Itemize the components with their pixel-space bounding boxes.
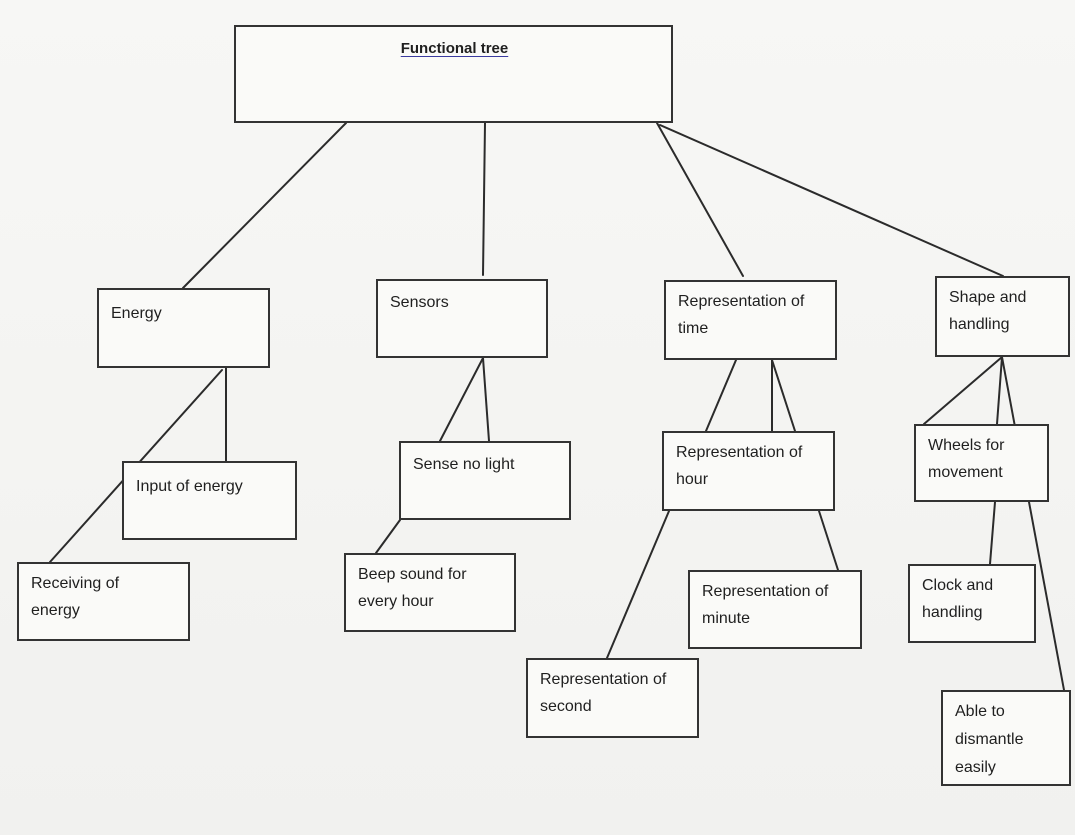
edge-root-sensors <box>482 122 486 276</box>
node-representation-of-time-label: Representation of time <box>678 293 805 337</box>
node-representation-of-hour: Representation of hour <box>662 431 835 511</box>
node-representation-of-second: Representation of second <box>526 658 699 738</box>
node-representation-of-minute-label: Representation of minute <box>702 583 829 627</box>
node-wheels-for-movement-label: Wheels for movement <box>928 437 1005 481</box>
edge-time-hour-c <box>771 359 796 432</box>
edge-hour-second <box>606 510 670 659</box>
node-sensors: Sensors <box>376 279 548 358</box>
edge-hour-minute <box>818 510 839 571</box>
node-shape-and-handling: Shape and handling <box>935 276 1070 357</box>
edge-root-representation-of-time <box>656 122 744 277</box>
node-input-of-energy-label: Input of energy <box>136 478 243 495</box>
node-wheels-for-movement: Wheels for movement <box>914 424 1049 502</box>
node-representation-of-minute: Representation of minute <box>688 570 862 649</box>
node-receiving-of-energy: Receiving of energy <box>17 562 190 641</box>
node-clock-and-handling: Clock and handling <box>908 564 1036 643</box>
node-sense-no-light: Sense no light <box>399 441 571 520</box>
node-input-of-energy: Input of energy <box>122 461 297 540</box>
edge-sensors-sense-no-light-b <box>482 357 490 442</box>
edge-root-shape-and-handling <box>659 124 1004 277</box>
node-clock-and-handling-label: Clock and handling <box>922 577 994 621</box>
root-label: Functional tree <box>400 40 509 57</box>
node-representation-of-second-label: Representation of second <box>540 671 667 715</box>
node-receiving-of-energy-label: Receiving of energy <box>31 575 120 619</box>
node-sensors-label: Sensors <box>390 294 449 311</box>
edge-shape-wheels-a <box>923 356 1003 425</box>
edge-shape-dismantle <box>1001 356 1065 691</box>
edge-sensors-sense-no-light <box>439 357 484 442</box>
root-node-functional-tree: Functional tree <box>234 25 673 123</box>
node-beep-sound-label: Beep sound for every hour <box>358 566 467 610</box>
node-able-to-dismantle-label: Able to dismantle easily <box>955 703 1024 776</box>
edge-root-energy <box>182 122 347 289</box>
edge-time-hour-a <box>705 359 737 432</box>
edge-wheels-clock <box>989 501 996 565</box>
node-energy-label: Energy <box>111 305 162 322</box>
node-representation-of-hour-label: Representation of hour <box>676 444 803 488</box>
node-beep-sound: Beep sound for every hour <box>344 553 516 632</box>
edge-shape-wheels-b <box>996 356 1003 425</box>
edge-sense-no-light-beep-sound <box>375 519 401 554</box>
node-able-to-dismantle: Able to dismantle easily <box>941 690 1071 786</box>
node-representation-of-time: Representation of time <box>664 280 837 360</box>
node-sense-no-light-label: Sense no light <box>413 456 515 473</box>
node-shape-and-handling-label: Shape and handling <box>949 289 1027 333</box>
node-energy: Energy <box>97 288 270 368</box>
